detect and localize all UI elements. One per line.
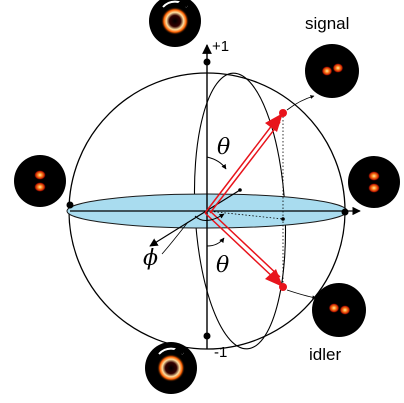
diagonal-axis	[149, 189, 241, 247]
top-donut-mode-icon	[149, 0, 201, 47]
signal-two-lobe-mode-icon	[305, 44, 359, 98]
signal-arrow	[204, 113, 283, 214]
right-equator-dot	[341, 208, 349, 216]
top-pole-dot	[203, 58, 211, 66]
theta-upper-arc	[206, 156, 227, 170]
top-pole-label: +1	[212, 38, 229, 55]
theta-lower-label: θ	[216, 253, 229, 278]
left-equator-dot	[66, 201, 74, 209]
phi-label: ϕ	[143, 246, 158, 271]
left-two-lobe-mode-icon	[14, 155, 66, 207]
foot-projection	[206, 210, 284, 220]
phi-arc	[194, 213, 225, 221]
equator-center-dot	[238, 188, 242, 192]
signal-label: signal	[305, 14, 349, 33]
signal-point	[279, 109, 287, 117]
idler-arrow	[204, 210, 283, 287]
phi-leader	[161, 221, 189, 255]
idler-two-lobe-mode-icon	[312, 283, 366, 337]
idler-leader	[286, 289, 317, 300]
bottom-donut-mode-icon	[145, 342, 197, 394]
signal-leader	[286, 95, 315, 111]
idler-label: idler	[309, 345, 341, 364]
bottom-pole-dot	[203, 332, 211, 340]
bottom-pole-label: -1	[214, 344, 227, 361]
idler-point	[279, 283, 287, 291]
theta-lower-arc	[206, 237, 225, 247]
foot-dot	[281, 217, 285, 221]
right-two-lobe-mode-icon	[348, 156, 400, 208]
theta-upper-label: θ	[217, 135, 230, 160]
